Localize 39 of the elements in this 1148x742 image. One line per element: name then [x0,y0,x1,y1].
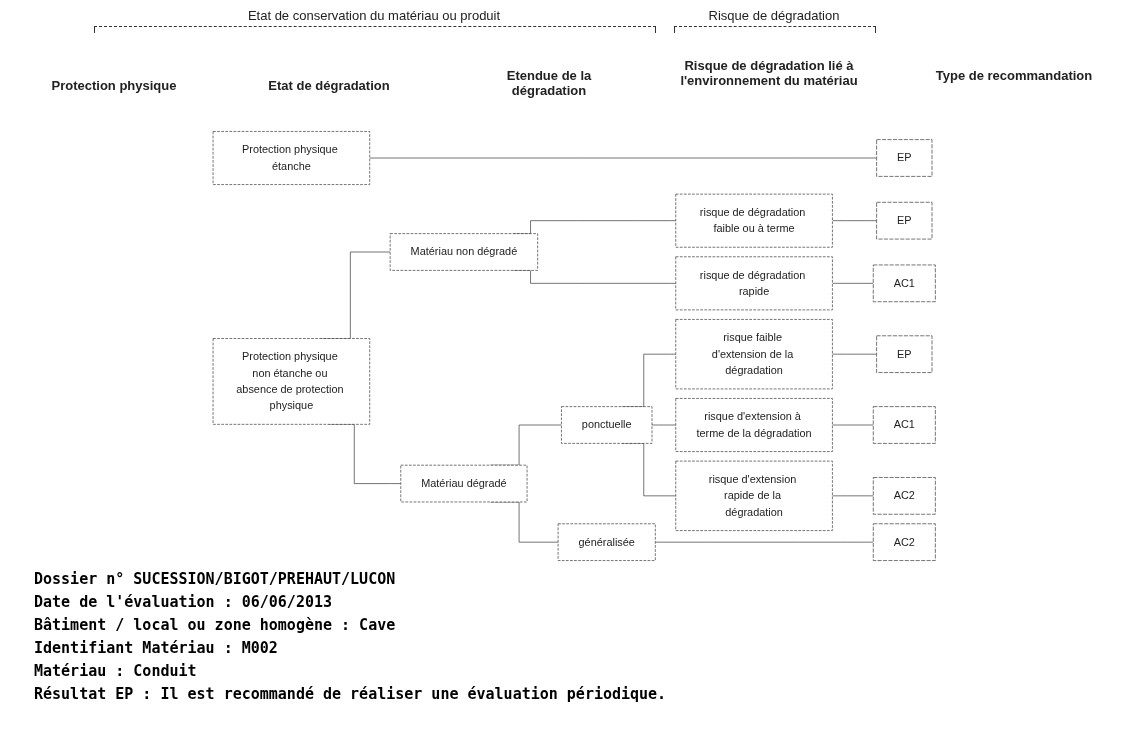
node-box: Protection physique étanche [212,131,370,185]
node-box: risque d'extension à terme de la dégradation [675,398,833,452]
connector [654,541,874,543]
group-heading: Etat de conservation du matériau ou produit [246,8,502,23]
connector [831,495,874,497]
connector [831,220,877,221]
node-box: risque faible d'extension de la dégradation [675,319,833,390]
node-box: EP [876,201,933,240]
info-line: Identifiant Matériau : M002 [34,638,279,659]
group-heading: Risque de dégradation [707,8,841,23]
node-box: EP [876,335,933,373]
node-box: AC1 [872,406,936,444]
column-heading: Risque de dégradation lié à l'environnement du matériau [679,58,859,88]
column-heading: Etendue de la dégradation [505,68,593,98]
connector [831,283,874,284]
node-box: AC2 [872,477,936,515]
connector [831,424,874,426]
info-line: Matériau : Conduit [34,661,198,682]
node-box: Matériau non dégradé [389,233,538,271]
column-heading: Type de recommandation [934,68,1094,83]
node-box: risque d'extension rapide de la dégradation [675,460,833,531]
connector [831,353,877,355]
info-line: Date de l'évaluation : 06/06/2013 [34,592,333,613]
node-box: ponctuelle [560,406,653,444]
info-line: Résultat EP : Il est recommandé de réaliser une évaluation périodique. [34,684,667,705]
connector [651,424,676,426]
node-box: généralisée [557,523,656,561]
node-box: Protection physique non étanche ou absence de protection physique [212,338,370,425]
info-line: Dossier n° SUCESSION/BIGOT/PREHAUT/LUCON [34,569,397,590]
node-box: risque de dégradation faible ou à terme [675,193,833,248]
connector [369,157,877,159]
node-box: risque de dégradation rapide [675,256,833,311]
node-box: AC2 [872,523,936,561]
column-heading: Etat de dégradation [267,78,391,93]
node-box: EP [876,139,933,177]
node-box: AC1 [872,264,936,303]
info-line: Bâtiment / local ou zone homogène : Cave [34,615,397,636]
column-heading: Protection physique [50,78,178,93]
node-box: Matériau dégradé [400,464,528,503]
